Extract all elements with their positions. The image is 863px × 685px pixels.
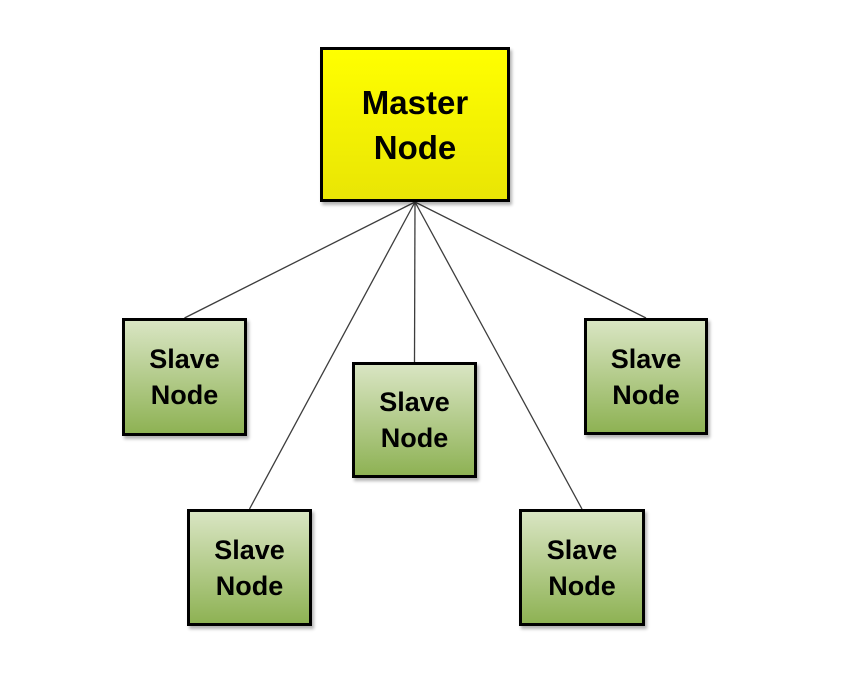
slave-node-label-line2: Node — [548, 570, 616, 601]
slave-node-bottom-right: Slave Node — [519, 509, 645, 626]
connector-master-to-slave-center — [413, 201, 416, 363]
slave-node-label-line1: Slave — [610, 343, 682, 374]
slave-node-top-left: Slave Node — [122, 318, 247, 436]
slave-node-label-line2: Node — [215, 570, 284, 601]
slave-node-label-line1: Slave — [214, 534, 285, 565]
slave-node-top-right: Slave Node — [584, 318, 708, 435]
slave-node-label-line2: Node — [380, 423, 449, 453]
slave-node-label-line1: Slave — [546, 534, 618, 565]
slave-node-label-line2: Node — [612, 379, 680, 410]
master-node-label-line1: Master — [361, 83, 469, 121]
slave-node-center: Slave Node — [352, 362, 477, 478]
slave-node-bottom-left: Slave Node — [187, 509, 312, 626]
slave-node-label-line2: Node — [150, 380, 219, 410]
master-node: Master Node — [320, 47, 510, 202]
connector-master-to-slave-bottom-left — [248, 201, 416, 510]
connector-master-to-slave-top-right — [414, 201, 647, 319]
connector-master-to-slave-top-left — [184, 201, 416, 319]
connector-master-to-slave-bottom-right — [414, 201, 583, 510]
master-node-label-line2: Node — [373, 128, 457, 166]
slave-node-label-line1: Slave — [379, 387, 450, 417]
slave-node-label-line1: Slave — [149, 344, 220, 374]
